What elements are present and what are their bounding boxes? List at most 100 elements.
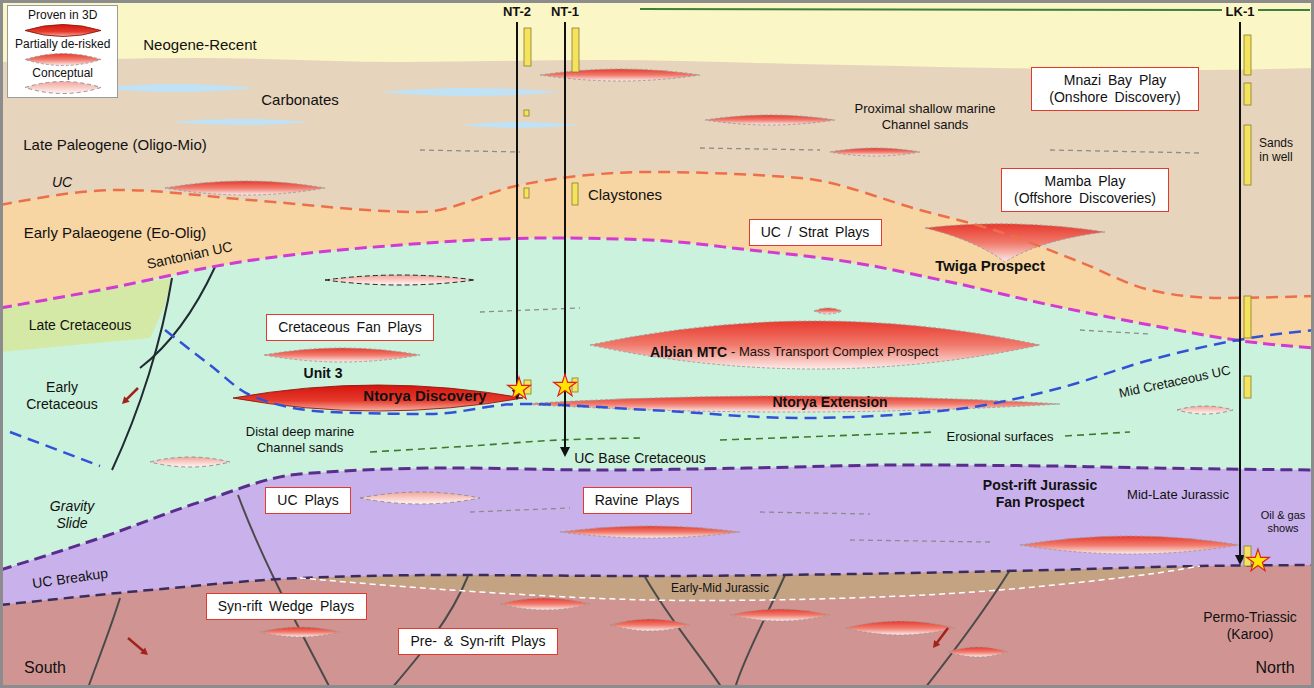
partial-reservoir bbox=[1020, 536, 1240, 554]
carbonate-lens bbox=[380, 88, 560, 96]
legend-entry: Conceptual bbox=[15, 67, 110, 96]
uc-line bbox=[0, 172, 1314, 298]
basement-faults bbox=[88, 495, 1010, 688]
annotation-label: Gravity Slide bbox=[37, 498, 107, 532]
legend-sample bbox=[25, 53, 101, 65]
gravity-fault bbox=[112, 278, 172, 470]
annotation-label: Early Cretaceous bbox=[17, 379, 107, 413]
annotation-label: Oil & gas shows bbox=[1257, 509, 1309, 535]
well-name: LK-1 bbox=[1226, 4, 1255, 20]
early-palaeogene-layer bbox=[0, 172, 1314, 688]
surface-line bbox=[640, 9, 1222, 10]
gravity-faults bbox=[112, 267, 215, 470]
partial-reservoir bbox=[560, 526, 740, 538]
minor-surface bbox=[1080, 330, 1150, 334]
well bbox=[554, 22, 579, 457]
well-arrowhead bbox=[1235, 555, 1245, 565]
fault-line bbox=[88, 598, 120, 688]
annotation-label: South bbox=[24, 658, 66, 677]
carbonate-lens bbox=[460, 122, 580, 128]
arrow-shaft bbox=[126, 388, 138, 400]
legend-entry: Partially de-risked bbox=[15, 38, 110, 67]
twiga-prospect-body bbox=[925, 224, 1105, 262]
annotation-label: Erosional surfaces bbox=[947, 429, 1054, 445]
annotation-label: Early-Mid Jurassic bbox=[671, 581, 769, 595]
surface-line bbox=[1258, 9, 1310, 11]
well-sand bbox=[524, 188, 529, 198]
well-sand bbox=[572, 28, 579, 72]
well bbox=[1235, 22, 1269, 571]
play-box: Ravine Plays bbox=[583, 487, 692, 514]
well-path bbox=[516, 22, 518, 392]
annotation-label: Mid-Late Jurassic bbox=[1127, 487, 1229, 503]
well-sand bbox=[524, 28, 531, 66]
minor-surface bbox=[760, 512, 870, 514]
carbonate-lens bbox=[95, 84, 255, 92]
legend-entry: Proven in 3D bbox=[15, 9, 110, 38]
erosional-surface bbox=[1065, 432, 1130, 436]
play-label: Syn-rift Wedge Plays bbox=[218, 598, 354, 615]
play-label: Ravine Plays bbox=[595, 492, 680, 509]
santonian-uc-line bbox=[0, 238, 1314, 348]
well bbox=[508, 22, 531, 400]
minor-surfaces bbox=[420, 148, 1200, 542]
movement-arrow bbox=[128, 638, 148, 655]
gravity-fault bbox=[140, 267, 215, 368]
carbonate-lens bbox=[170, 119, 310, 125]
partial-reservoir bbox=[165, 181, 325, 195]
partial-reservoir bbox=[610, 619, 690, 631]
legend-text: Partially de-risked bbox=[15, 38, 110, 52]
play-box: Mamba Play (Offshore Discoveries) bbox=[1001, 168, 1169, 212]
annotation-label: Claystones bbox=[588, 186, 662, 204]
partial-reservoir bbox=[730, 609, 830, 621]
annotation-label: North bbox=[1255, 658, 1294, 677]
partial-reservoir bbox=[948, 647, 1008, 657]
play-label: Pre- & Syn-rift Plays bbox=[410, 633, 545, 650]
play-label: UC Plays bbox=[277, 492, 338, 509]
partial-reservoir bbox=[590, 321, 1040, 369]
base-cretaceous-uc-line bbox=[0, 465, 1314, 570]
discovery-star bbox=[1247, 549, 1270, 571]
legend-swatch bbox=[18, 52, 108, 67]
well-name: NT-2 bbox=[503, 4, 531, 20]
well-sand bbox=[1244, 125, 1251, 185]
minor-surface bbox=[1050, 150, 1200, 153]
annotation-label: Unit 3 bbox=[304, 365, 343, 382]
conceptual-reservoir bbox=[150, 457, 230, 467]
unconformities bbox=[0, 9, 1314, 605]
late-cretaceous-patch bbox=[0, 278, 172, 352]
movement-arrow bbox=[933, 628, 948, 648]
well-sand bbox=[1244, 376, 1251, 398]
annotation-label: Carbonates bbox=[261, 91, 339, 109]
annotation-label: UC Base Cretaceous bbox=[574, 450, 706, 467]
partial-reservoir bbox=[705, 115, 835, 125]
well-path bbox=[1239, 22, 1241, 557]
annotation-label: Distal deep marine Channel sands bbox=[230, 424, 370, 455]
annotation-label: UC bbox=[52, 174, 72, 191]
breakup-uc-line bbox=[0, 565, 1314, 605]
legend-sample bbox=[25, 82, 101, 94]
conceptual-reservoir bbox=[325, 275, 475, 285]
minor-surface bbox=[700, 148, 820, 150]
annotation-label: Ntorya Discovery bbox=[363, 387, 486, 405]
annotation-label: Sands in well bbox=[1254, 136, 1298, 165]
partial-reservoir bbox=[500, 598, 590, 610]
legend-text: Proven in 3D bbox=[15, 9, 110, 23]
conceptual-reservoir bbox=[360, 492, 480, 504]
legend-swatch bbox=[18, 80, 108, 95]
well-sand bbox=[572, 183, 578, 205]
annotation-label: Post-rift Jurassic Fan Prospect bbox=[970, 477, 1110, 511]
play-box: UC / Strat Plays bbox=[749, 219, 882, 246]
play-box: Pre- & Syn-rift Plays bbox=[398, 628, 558, 655]
carbonate-bodies bbox=[95, 84, 580, 128]
wells bbox=[508, 22, 1270, 571]
movement-arrow bbox=[122, 388, 138, 404]
partial-reservoir bbox=[264, 348, 420, 362]
early-mid-jurassic-base bbox=[300, 566, 1200, 601]
annotation-label: Neogene-Recent bbox=[143, 36, 256, 54]
legend-text: Conceptual bbox=[15, 67, 110, 81]
well-sand bbox=[524, 110, 529, 116]
